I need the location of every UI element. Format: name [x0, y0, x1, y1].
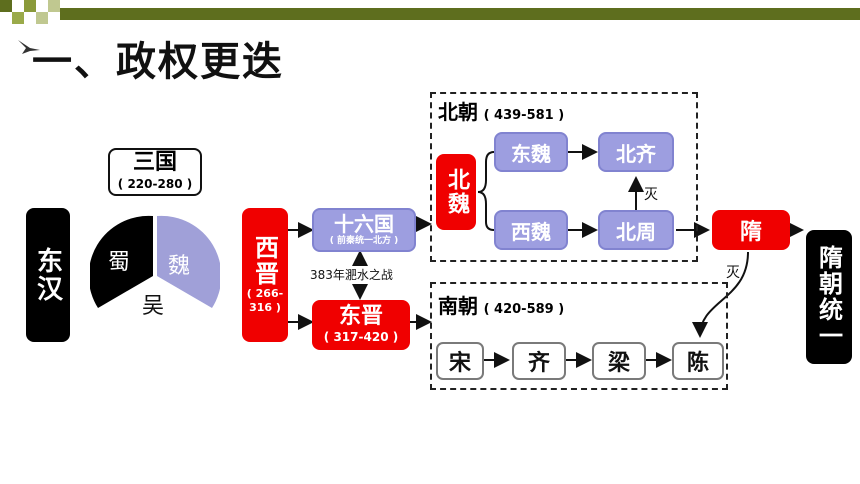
- dong-jin-years: ( 317-420 ): [323, 330, 399, 344]
- xi-jin-label: 西晋: [250, 235, 279, 287]
- bei-wei-box: 北魏: [436, 154, 476, 230]
- shu-label: 蜀: [108, 250, 131, 275]
- xi-jin-box: 西晋 ( 266-316 ): [242, 208, 288, 342]
- sui-box: 隋: [712, 210, 790, 250]
- dong-wei-box: 东魏: [494, 132, 568, 172]
- wu-label: 吴: [142, 294, 165, 319]
- dong-jin-label: 东晋: [338, 304, 383, 329]
- northern-years: ( 439-581 ): [483, 108, 565, 123]
- sui-unify-box: 隋朝统一: [806, 230, 852, 364]
- pie-slice-shu: [90, 215, 153, 308]
- three-kingdoms-label: 三国: [132, 150, 177, 175]
- southern-label: 南朝 ( 420-589 ): [438, 290, 564, 319]
- battle-label: 383年淝水之战: [310, 268, 393, 282]
- liang-box: 梁: [592, 342, 646, 380]
- qi-box: 齐: [512, 342, 566, 380]
- sixteen-kingdoms-box: 十六国 ( 前秦统一北方 ): [312, 208, 416, 252]
- sixteen-kingdoms-note: ( 前秦统一北方 ): [329, 236, 399, 246]
- three-kingdoms-label-box: 三国 ( 220-280 ): [108, 148, 202, 196]
- bei-zhou-box: 北周: [598, 210, 674, 250]
- northern-title: 北朝: [438, 100, 478, 124]
- sixteen-kingdoms-label: 十六国: [334, 212, 394, 236]
- bird-icon: [18, 40, 40, 54]
- chen-box: 陈: [672, 342, 724, 380]
- southern-years: ( 420-589 ): [483, 302, 565, 317]
- xi-wei-box: 西魏: [494, 210, 568, 250]
- bei-qi-box: 北齐: [598, 132, 674, 172]
- header-decoration: [0, 0, 860, 24]
- xi-jin-years: ( 266-316 ): [246, 287, 284, 314]
- dong-jin-box: 东晋 ( 317-420 ): [312, 300, 410, 350]
- mie-label-sui: 灭: [726, 265, 740, 281]
- wei-label: 魏: [168, 254, 191, 279]
- pie-slice-wei: [157, 215, 220, 308]
- mie-label-north: 灭: [644, 187, 658, 203]
- southern-dynasties-region: [430, 282, 728, 390]
- three-kingdoms-years: ( 220-280 ): [117, 177, 193, 191]
- song-box: 宋: [436, 342, 484, 380]
- dong-han-box: 东汉: [26, 208, 70, 342]
- northern-dynasties-region: [430, 92, 698, 262]
- page-title: 一、政权更迭: [32, 39, 284, 85]
- southern-title: 南朝: [438, 294, 478, 318]
- three-kingdoms-pie: [90, 215, 220, 308]
- northern-label: 北朝 ( 439-581 ): [438, 96, 564, 125]
